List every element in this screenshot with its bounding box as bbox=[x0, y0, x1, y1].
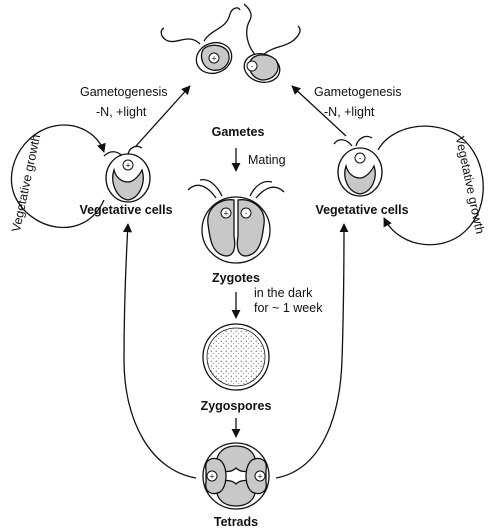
tetrad-to-vegetative-right-arrow bbox=[275, 223, 349, 479]
vegetative-growth-loop-right bbox=[377, 125, 484, 246]
conditions-left-label: -N, +light bbox=[96, 105, 147, 119]
vegetative-cells-right-label: Vegetative cells bbox=[315, 203, 408, 217]
gametogenesis-left-label: Gametogenesis bbox=[80, 85, 168, 99]
gametogenesis-arrow-left bbox=[135, 85, 191, 147]
zygote-cell: + - bbox=[187, 178, 285, 264]
vegetative-cell-left: + bbox=[103, 145, 151, 203]
plus-nucleus bbox=[208, 52, 220, 64]
mating-label: Mating bbox=[248, 153, 286, 167]
vegetative-growth-loop-left bbox=[10, 124, 106, 229]
gametes-label: Gametes bbox=[212, 125, 265, 139]
gametogenesis-right-label: Gametogenesis bbox=[314, 85, 402, 99]
zygotes-label: Zygotes bbox=[212, 271, 260, 285]
vegetative-cells-left-label: Vegetative cells bbox=[79, 203, 172, 217]
tetrads-label: Tetrads bbox=[214, 515, 258, 529]
vegetative-growth-right-label: Vegetative growth bbox=[453, 135, 487, 235]
svg-text:+: + bbox=[209, 473, 215, 481]
zygospore-cell bbox=[202, 323, 270, 391]
dark-label-line1: in the dark bbox=[254, 286, 313, 300]
svg-text:+: + bbox=[125, 162, 131, 170]
conditions-right-label: -N, +light bbox=[324, 105, 375, 119]
minus-nucleus bbox=[246, 60, 258, 72]
svg-text:-: - bbox=[245, 210, 248, 218]
vegetative-growth-left-label: Vegetative growth bbox=[9, 133, 43, 233]
svg-text:+: + bbox=[223, 210, 229, 218]
svg-text:+: + bbox=[257, 473, 263, 481]
tetrad-cell: + + bbox=[202, 442, 270, 510]
zygospores-label: Zygospores bbox=[201, 399, 272, 413]
gamete-plus: + bbox=[160, 7, 241, 75]
gametogenesis-arrow-right bbox=[291, 85, 347, 137]
gamete-minus: - bbox=[243, 3, 301, 83]
svg-text:-: - bbox=[359, 155, 362, 163]
dark-label-line2: for ~ 1 week bbox=[254, 301, 323, 315]
tetrad-to-vegetative-left-arrow bbox=[123, 223, 197, 479]
svg-text:+: + bbox=[211, 55, 217, 63]
svg-text:-: - bbox=[251, 63, 254, 71]
vegetative-cell-right: - bbox=[333, 135, 383, 197]
